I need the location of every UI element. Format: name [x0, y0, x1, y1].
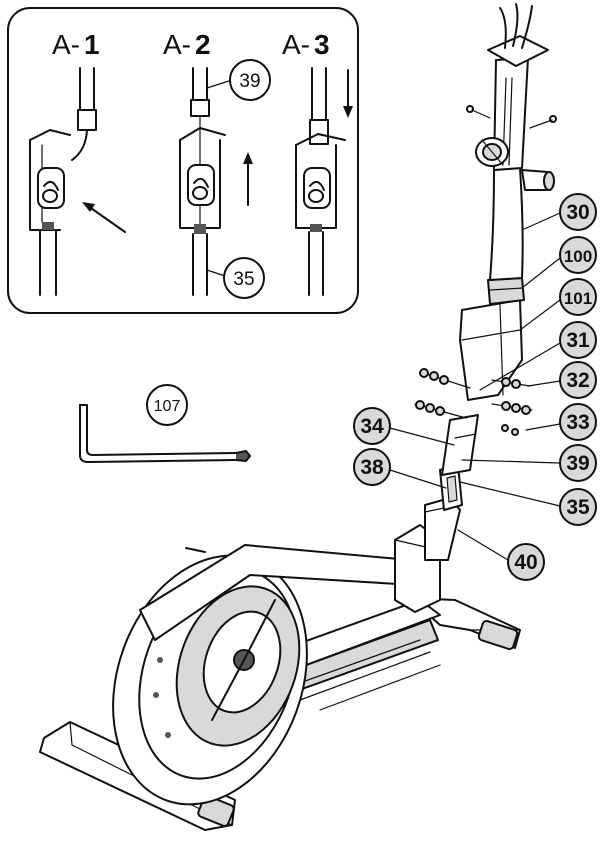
side-screws: [466, 105, 557, 129]
callout-32: 32: [527, 361, 597, 399]
console-mast-joint: [439, 464, 463, 511]
tool-callout: [146, 384, 188, 426]
svg-text:38: 38: [360, 456, 384, 479]
upright-tube-30: [489, 57, 529, 281]
step-a2-label: A-2: [163, 29, 211, 60]
svg-text:32: 32: [566, 369, 589, 392]
step-a3-label: A-3: [282, 29, 330, 60]
svg-text:35: 35: [566, 496, 590, 519]
step-a1-illustration: [29, 67, 126, 296]
inset-panel: A-1 A-2 A-3: [7, 7, 359, 314]
flywheel-housing: [112, 544, 416, 806]
step-a3-illustration: [295, 67, 353, 296]
pivot-knob: [475, 137, 509, 167]
front-stabilizer: [409, 597, 521, 651]
svg-text:33: 33: [566, 411, 589, 434]
top-plate: [487, 3, 549, 67]
svg-text:34: 34: [360, 415, 384, 438]
svg-text:30: 30: [566, 201, 589, 224]
callout-31: 31: [479, 321, 597, 391]
callout-30: 30: [521, 193, 597, 231]
callout-35: 35: [459, 481, 597, 526]
callout-40: 40: [457, 529, 545, 581]
allen-wrench-107: 107: [79, 384, 251, 463]
inset-border: [7, 7, 359, 314]
rear-axle-stub: [185, 547, 206, 553]
svg-text:100: 100: [564, 247, 592, 266]
callout-101: 101: [519, 278, 597, 331]
svg-text:101: 101: [564, 289, 592, 308]
crank-arm: [211, 659, 245, 721]
svg-text:39: 39: [239, 71, 260, 92]
svg-text:35: 35: [233, 269, 254, 290]
mid-mast: [441, 414, 479, 476]
callout-38: 38: [353, 448, 447, 489]
step-a2-illustration: [179, 67, 253, 296]
callout-34: 34: [353, 407, 455, 446]
svg-text:31: 31: [566, 329, 590, 352]
collar-100: [487, 277, 525, 305]
step-a1-label: A-1: [52, 29, 100, 60]
inset-callout-35: 35: [206, 257, 265, 299]
elliptical-trainer: [39, 3, 557, 831]
tool-label: 107: [154, 398, 181, 415]
pivot-stub: [521, 169, 555, 191]
callout-39: 39: [461, 444, 597, 482]
bolt-cluster: [414, 368, 533, 436]
svg-text:40: 40: [514, 551, 537, 574]
svg-text:39: 39: [566, 452, 589, 475]
part-callouts: 30 100 101 31 32 33: [353, 193, 597, 581]
callout-33: 33: [525, 403, 597, 441]
callout-100: 100: [521, 236, 597, 289]
inset-callout-39: 39: [206, 59, 271, 101]
